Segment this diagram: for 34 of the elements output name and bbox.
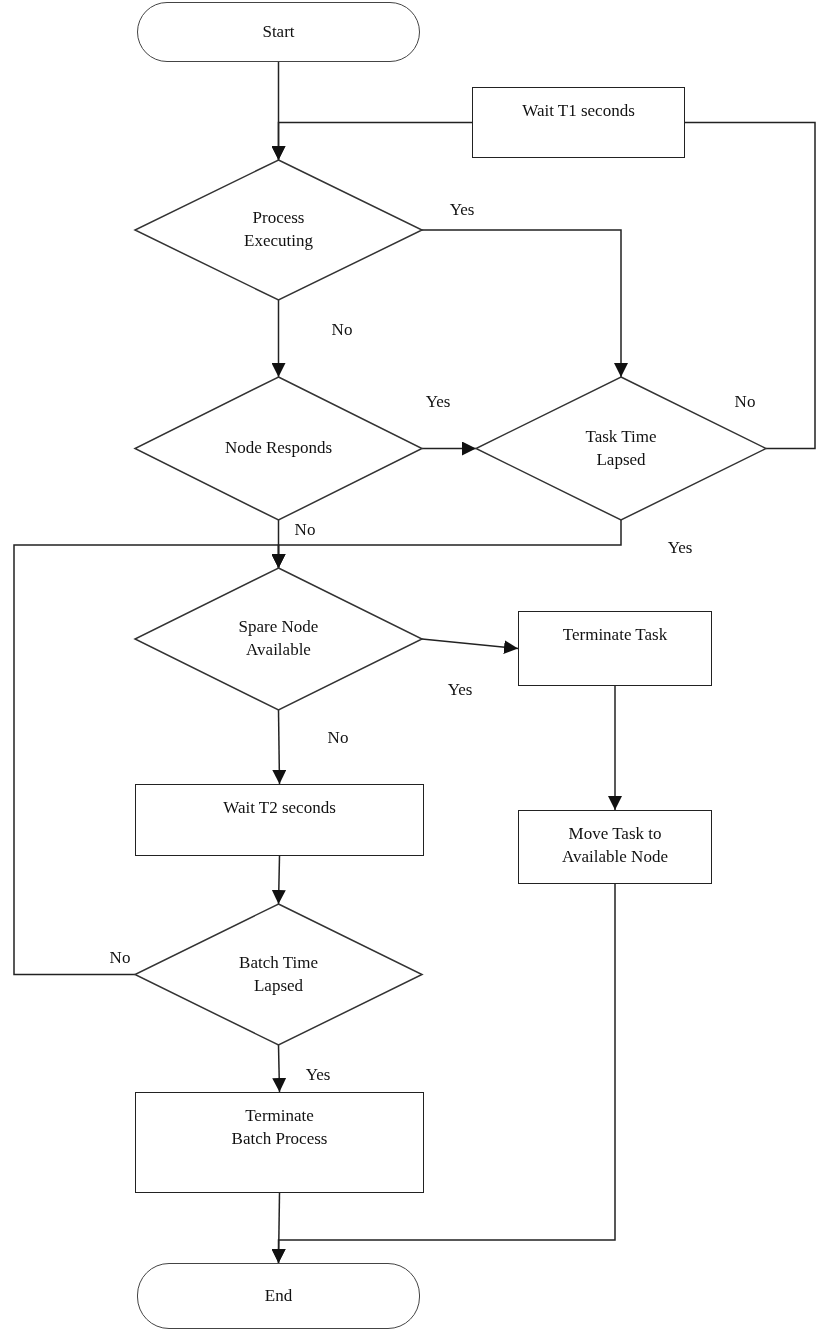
process-label: Terminate Task bbox=[562, 624, 668, 646]
process-box bbox=[472, 87, 685, 158]
decision-diamond bbox=[135, 904, 422, 1045]
decision-label: Node Responds bbox=[224, 437, 333, 460]
decision-label: Batch Time Lapsed bbox=[238, 951, 319, 997]
process-label: Wait T2 seconds bbox=[223, 797, 336, 819]
process-box bbox=[518, 810, 712, 884]
flow-arrow bbox=[271, 883, 616, 1264]
process-box bbox=[135, 1092, 424, 1193]
decision-diamond bbox=[135, 160, 422, 300]
terminal-label: Start bbox=[262, 20, 295, 43]
decision-diamond bbox=[135, 568, 422, 710]
terminal-shape bbox=[137, 2, 420, 62]
process-label: Terminate Batch Process bbox=[230, 1105, 329, 1150]
flow-arrow bbox=[13, 544, 286, 976]
flow-arrow bbox=[272, 709, 287, 785]
decision-diamond bbox=[476, 377, 766, 520]
terminal-label: End bbox=[264, 1284, 293, 1307]
decision-label: Task Time Lapsed bbox=[584, 425, 658, 471]
flow-arrow bbox=[421, 638, 519, 655]
process-box bbox=[135, 784, 424, 856]
decision-diamond bbox=[135, 377, 422, 520]
flow-arrow bbox=[608, 685, 622, 811]
flow-arrow bbox=[421, 441, 477, 456]
decision-label: Process Executing bbox=[243, 207, 314, 252]
decision-label: Spare Node Available bbox=[237, 616, 320, 661]
process-box bbox=[518, 611, 712, 686]
flow-arrow bbox=[271, 855, 286, 905]
flow-arrow bbox=[421, 229, 628, 378]
flow-arrow bbox=[271, 299, 286, 378]
flow-arrow bbox=[272, 1044, 287, 1093]
flow-arrow bbox=[271, 121, 473, 161]
process-label: Wait T1 seconds bbox=[522, 100, 635, 122]
process-label: Move Task to Available Node bbox=[561, 823, 669, 868]
